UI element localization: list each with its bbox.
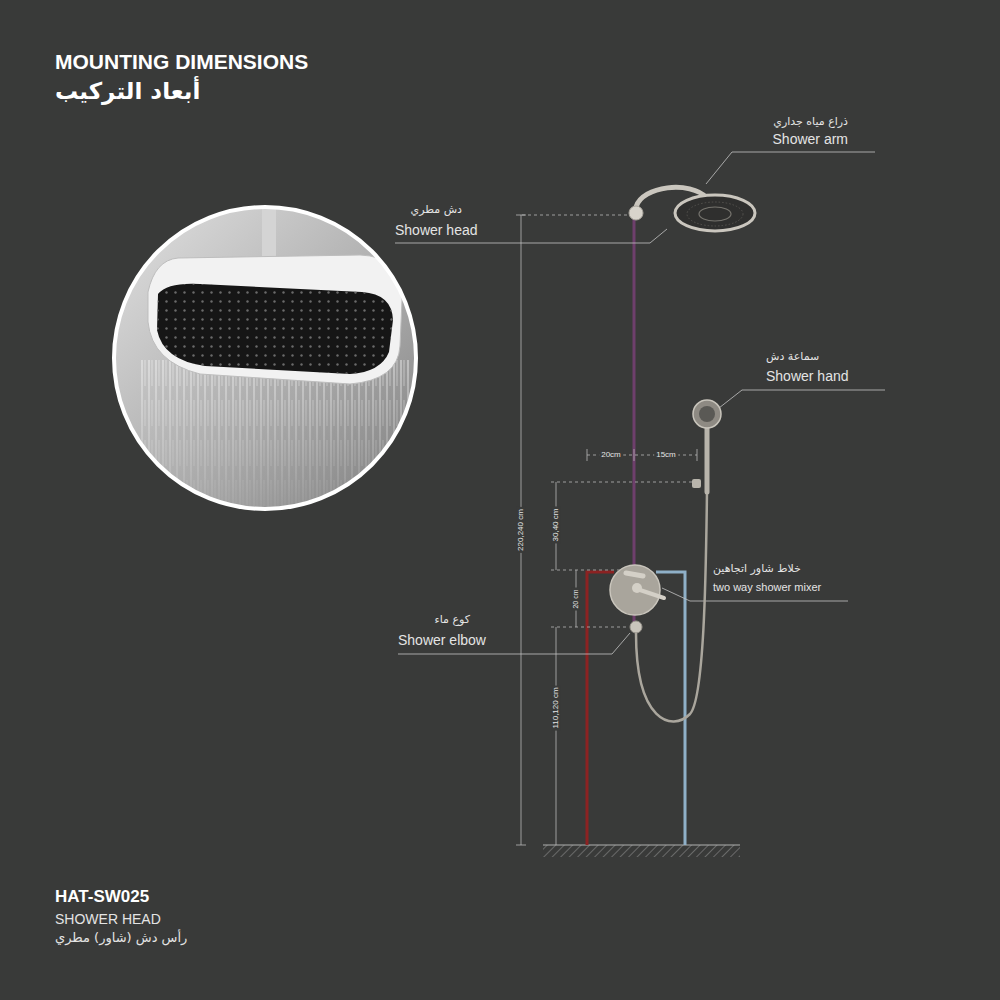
wall-flange [629, 206, 643, 220]
callout-label: دش مطري [411, 204, 462, 217]
page-title: MOUNTING DIMENSIONS [55, 50, 308, 74]
inset-photo [110, 200, 420, 520]
dim-tick [516, 215, 526, 216]
callout-label: two way shower mixer [713, 581, 821, 594]
callout-label: كوع ماء [435, 614, 470, 627]
shower-hose [636, 492, 707, 721]
dimension-label: 110,120 cm [551, 685, 560, 730]
product-name: رأس دش (شاور) مطري [55, 931, 187, 946]
dimension-label: 220,240 cm [516, 507, 525, 553]
callout-label: خلاط شاور اتجاهين [713, 563, 801, 576]
water-streaks [140, 360, 410, 520]
dim-tick [634, 449, 635, 461]
dim-extension [551, 482, 694, 483]
nozzles [157, 284, 393, 374]
callout-label: سماعة دش [766, 351, 819, 364]
dim-tick [697, 449, 698, 461]
shower-elbow [630, 621, 642, 633]
dim-tick [587, 449, 588, 461]
head-body [148, 255, 402, 384]
hand-face [699, 406, 715, 422]
leader-line [719, 390, 885, 408]
callout-label: Shower elbow [398, 632, 486, 648]
callout-label: Shower hand [766, 368, 849, 384]
head-face [157, 284, 393, 374]
floor-hatch [543, 845, 740, 857]
dim-extension [551, 627, 628, 628]
dim-extension [522, 215, 628, 216]
dimension-label: 15cm [654, 450, 678, 459]
hand-head [693, 400, 721, 428]
leader-line [706, 152, 875, 184]
leader-lines [395, 152, 885, 654]
callout-label: Shower head [395, 222, 478, 238]
hand-handle [705, 426, 710, 492]
mixer-diverter [626, 573, 643, 576]
product-name: SHOWER HEAD [55, 911, 161, 927]
cold-pipe [656, 572, 685, 845]
dimension-lines [516, 215, 697, 845]
callout-label: Shower arm [773, 131, 848, 147]
shower-head [675, 195, 755, 231]
hot-pipe [587, 572, 614, 845]
callout-label: ذراع مياه جداري [773, 116, 848, 129]
mixer-plate [610, 565, 660, 615]
leader-line [398, 633, 630, 654]
shower-head-nozzles [687, 202, 743, 226]
mixer-lever [640, 590, 664, 598]
dimension-label: 20 cm [572, 587, 580, 610]
hand-holder [692, 479, 701, 488]
dim-tick [516, 845, 526, 846]
model-number: HAT-SW025 [55, 887, 149, 907]
floor-line [543, 845, 740, 846]
page-subtitle: أبعاد التركيب [55, 78, 200, 104]
dim-extension [551, 570, 620, 571]
dim-line [556, 627, 557, 845]
shower-head-center [699, 207, 731, 221]
dimension-label: 30,40 cm [551, 507, 560, 544]
inset-frame [114, 207, 416, 509]
dimension-label: 20cm [599, 450, 623, 459]
